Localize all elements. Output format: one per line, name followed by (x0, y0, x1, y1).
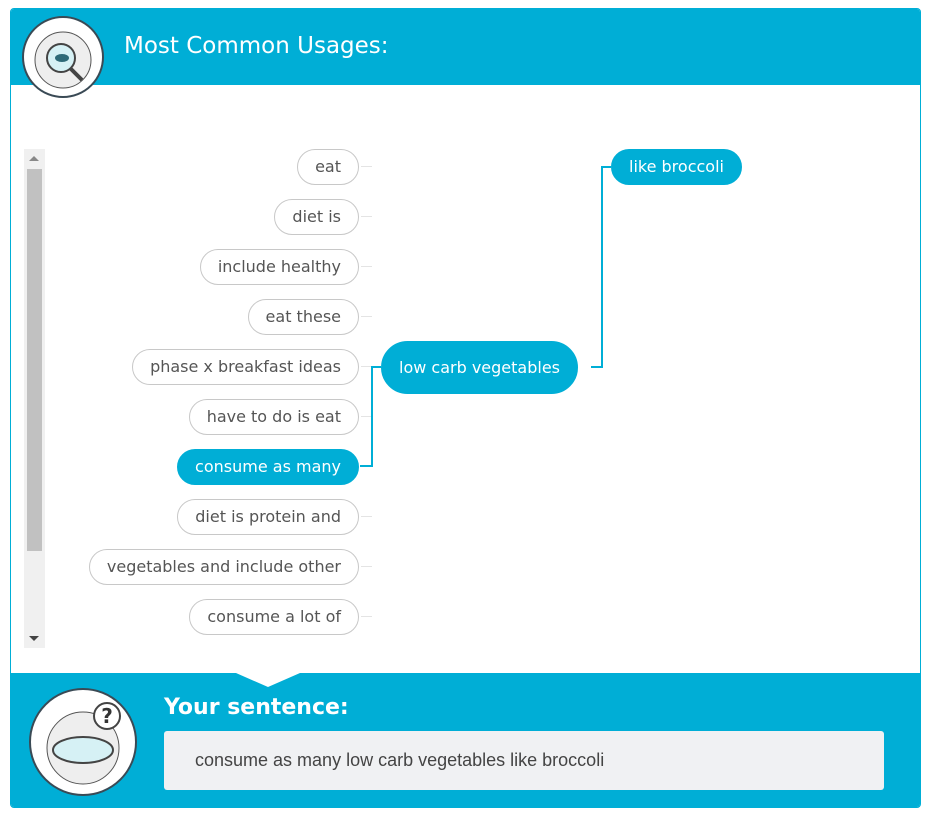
left-option[interactable]: consume a lot of (189, 599, 359, 635)
connector-tick (361, 516, 372, 517)
sentence-field[interactable]: consume as many low carb vegetables like… (164, 731, 884, 790)
left-option[interactable]: phase x breakfast ideas (132, 349, 359, 385)
page-title: Most Common Usages: (124, 33, 389, 59)
header: Most Common Usages: (11, 9, 920, 85)
left-option[interactable]: include healthy (199, 249, 359, 285)
connector-tick (361, 316, 372, 317)
connector-tick (361, 216, 372, 217)
scroll-down-icon[interactable] (29, 636, 39, 641)
connector-tick (361, 416, 372, 417)
pointer-notch (236, 673, 300, 687)
connector-tick (361, 616, 372, 617)
left-option[interactable]: diet is (274, 199, 359, 235)
connector-tick (361, 166, 372, 167)
left-option[interactable]: vegetables and include other (88, 549, 359, 585)
left-option[interactable]: diet is protein and (177, 499, 359, 535)
scroll-thumb[interactable] (27, 169, 42, 551)
center-phrase[interactable]: low carb vegetables (381, 341, 578, 394)
magnifier-robot-icon (22, 16, 104, 98)
thinking-robot-icon: ? (29, 688, 137, 796)
sentence-panel: Your sentence: consume as many low carb … (11, 673, 920, 807)
scroll-up-icon[interactable] (29, 156, 39, 161)
right-option[interactable]: like broccoli (611, 149, 742, 185)
sentence-heading: Your sentence: (164, 695, 349, 720)
left-option[interactable]: eat these (247, 299, 359, 335)
connector-tick (361, 566, 372, 567)
left-option[interactable]: consume as many (177, 449, 359, 485)
scrollbar[interactable] (24, 149, 45, 648)
connector-tick (361, 366, 372, 367)
left-option[interactable]: eat (297, 149, 359, 185)
usages-card: Most Common Usages: eat diet is include he… (10, 8, 921, 808)
svg-text:?: ? (101, 704, 113, 728)
left-option[interactable]: have to do is eat (188, 399, 359, 435)
connector-tick (361, 266, 372, 267)
